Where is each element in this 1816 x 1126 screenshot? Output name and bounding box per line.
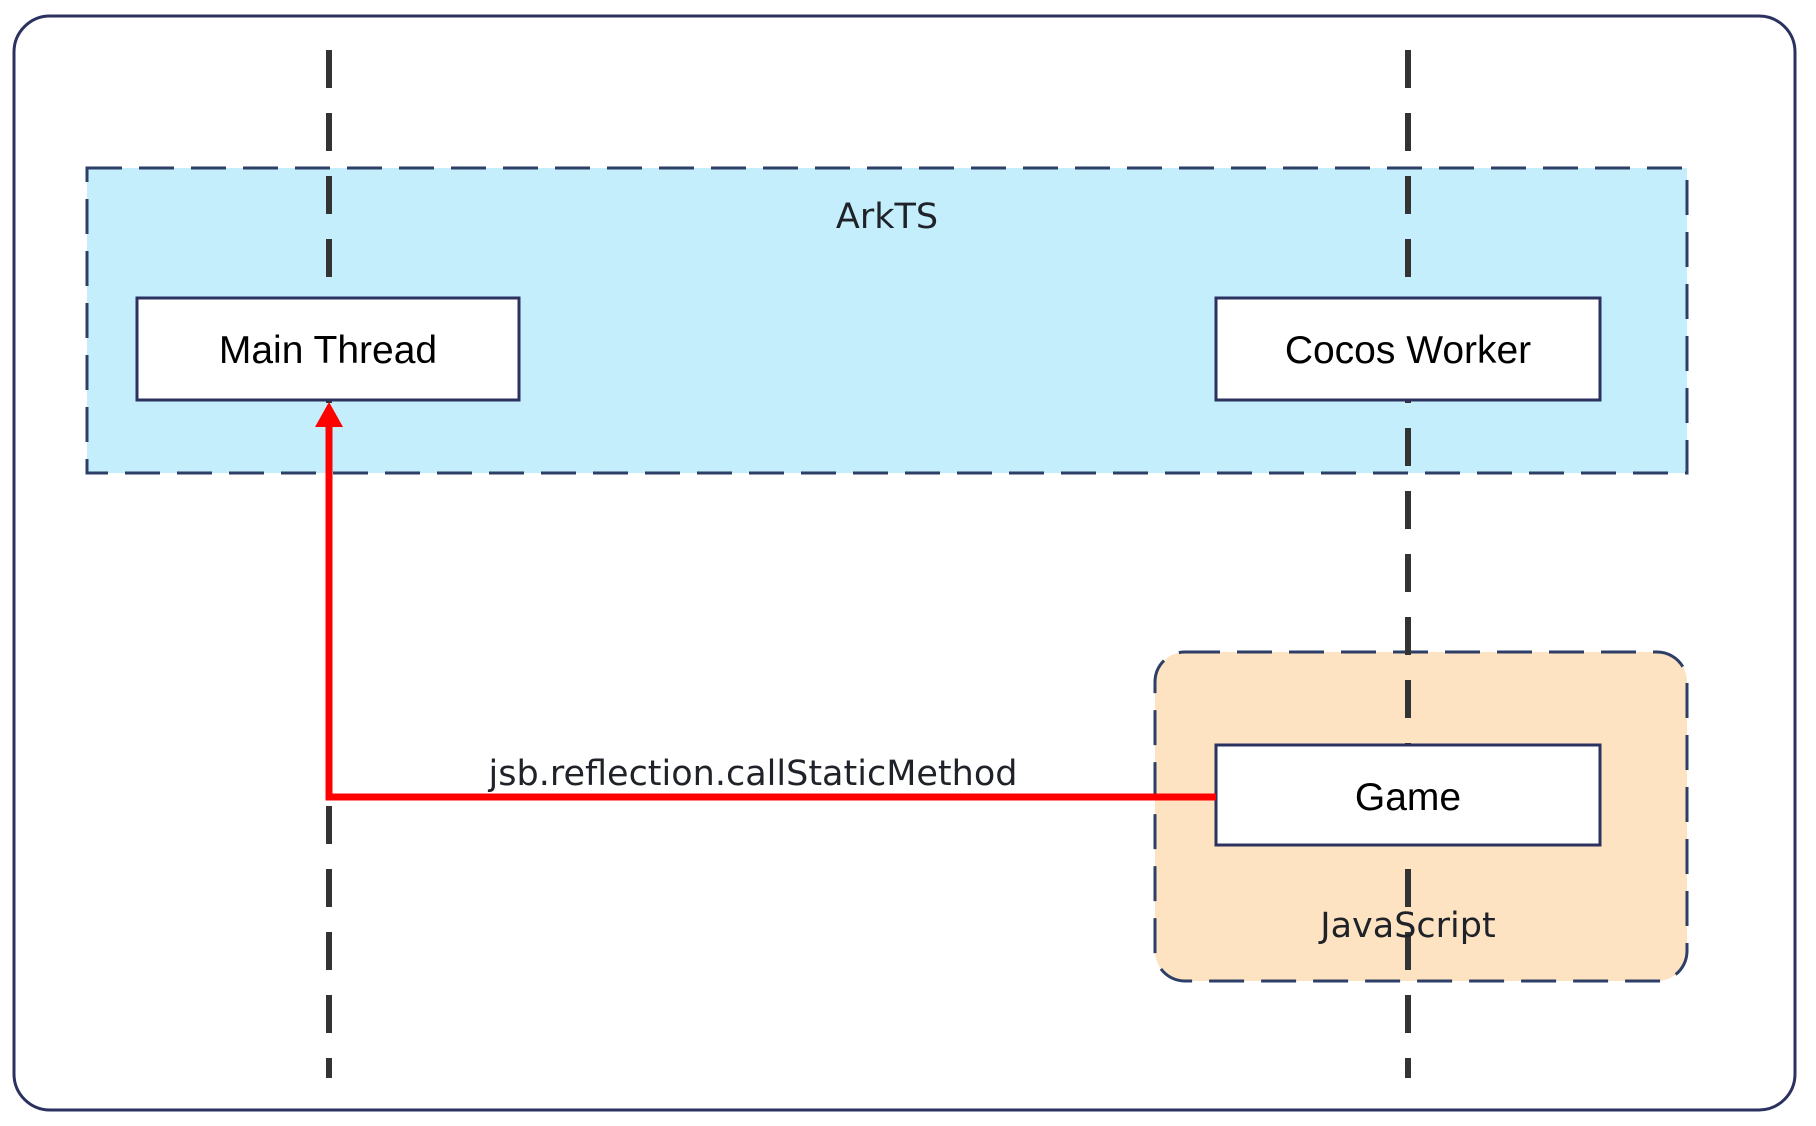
javascript-label: JavaScript [1318,906,1495,946]
main-thread-box [135,296,521,402]
main-thread-label: Main Thread [219,329,437,372]
arrowhead-icon [315,402,343,427]
cocos-worker-label: Cocos Worker [1285,329,1531,372]
main-thread-node: Main Thread [135,296,521,402]
call-arrow-line [325,424,1216,801]
arkts-label: ArkTS [836,197,938,237]
call-arrow [315,402,1216,801]
game-node: Game [1214,743,1602,847]
cocos-worker-box [1214,296,1602,402]
cocos-worker-node: Cocos Worker [1214,296,1602,402]
game-label: Game [1355,776,1461,819]
call-label: jsb.reflection.callStaticMethod [488,754,1018,794]
